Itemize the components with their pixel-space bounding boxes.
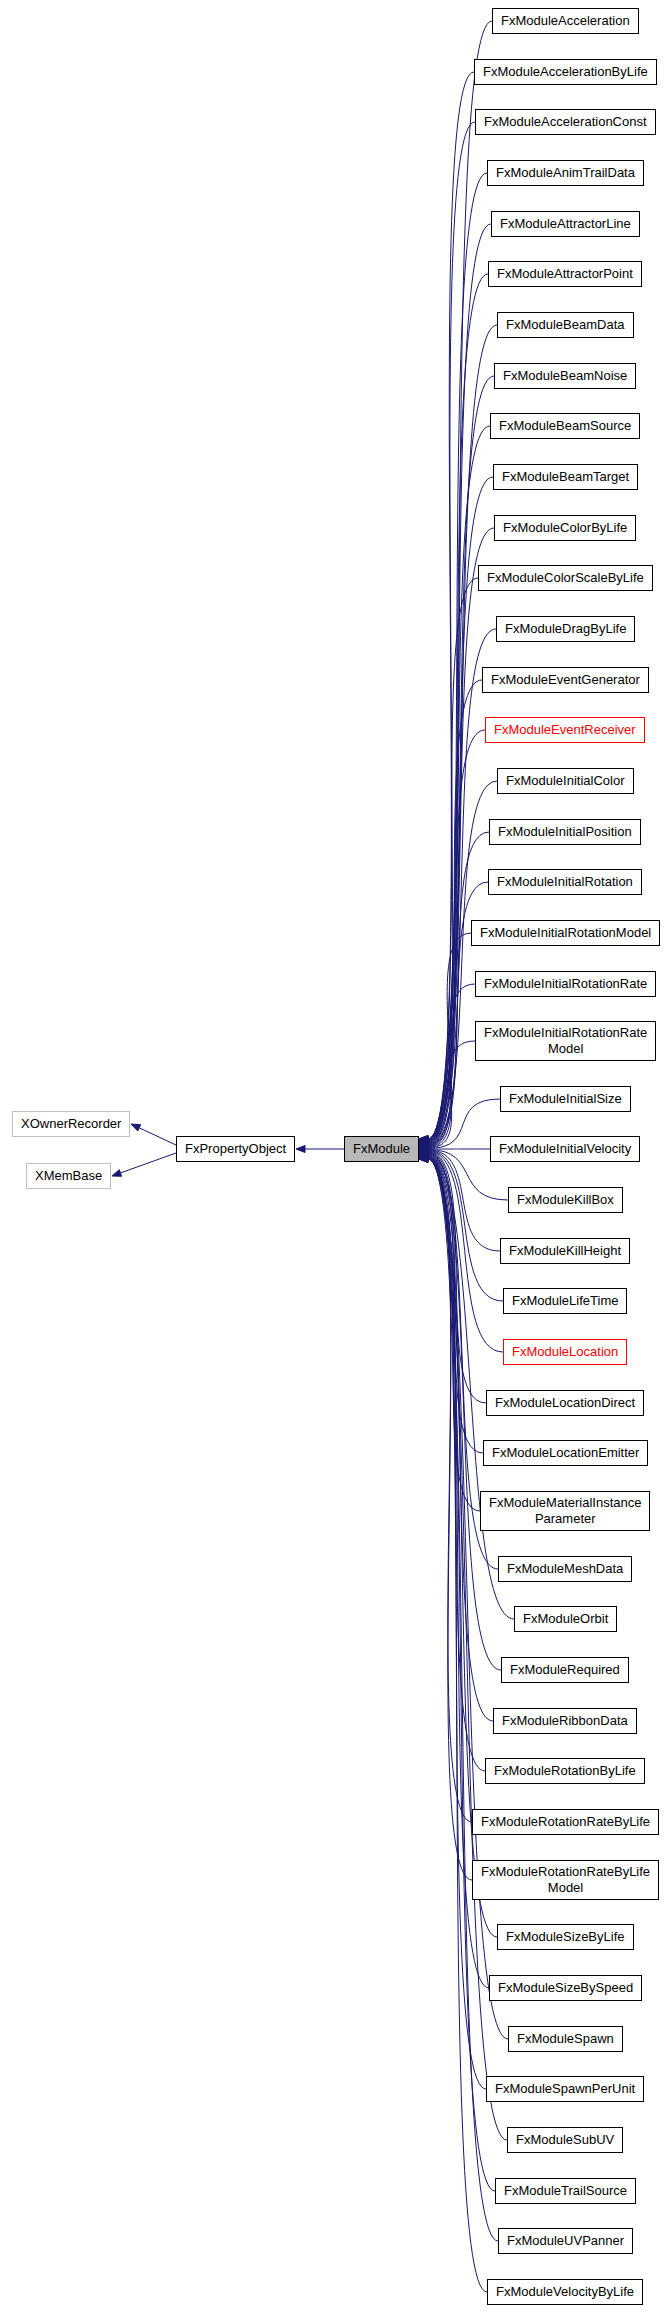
class-node-fxmoduleinitialcolor[interactable]: FxModuleInitialColor [497, 768, 634, 794]
class-node-fxmodulelocation[interactable]: FxModuleLocation [503, 1339, 627, 1365]
class-node-fxmodulespawn[interactable]: FxModuleSpawn [508, 2026, 623, 2052]
inheritance-edge [419, 1154, 508, 2039]
class-node-fxpropertyobject[interactable]: FxPropertyObject [176, 1136, 295, 1162]
class-node-fxmodulebeamsource[interactable]: FxModuleBeamSource [490, 413, 640, 439]
class-node-fxmoduleinitialposition[interactable]: FxModuleInitialPosition [489, 819, 641, 845]
class-node-fxmoduledragbylife[interactable]: FxModuleDragByLife [496, 616, 635, 642]
class-node-fxmoduleorbit[interactable]: FxModuleOrbit [514, 1606, 617, 1632]
class-node-fxmoduleattractorpoint[interactable]: FxModuleAttractorPoint [488, 261, 642, 287]
class-node-xownerrecorder: XOwnerRecorder [12, 1111, 130, 1137]
class-node-fxmoduleattractorline[interactable]: FxModuleAttractorLine [491, 211, 640, 237]
class-node-fxmodulebeamnoise[interactable]: FxModuleBeamNoise [494, 363, 636, 389]
class-node-fxmodulevelocitybylife[interactable]: FxModuleVelocityByLife [487, 2279, 643, 2305]
class-node-fxmodulerotationratebylife[interactable]: FxModuleRotationRateByLife [472, 1809, 659, 1835]
class-node-fxmodulekillbox[interactable]: FxModuleKillBox [508, 1187, 623, 1213]
class-node-fxmodulelocationemitter[interactable]: FxModuleLocationEmitter [483, 1440, 648, 1466]
class-node-fxmodulerotationbylife[interactable]: FxModuleRotationByLife [485, 1758, 645, 1784]
class-node-fxmodulesizebyspeed[interactable]: FxModuleSizeBySpeed [489, 1975, 642, 2001]
class-node-fxmoduleinitialrotationrate[interactable]: FxModuleInitialRotationRate [475, 971, 656, 997]
inheritance-edge [131, 1124, 176, 1145]
class-node-fxmoduleeventgenerator[interactable]: FxModuleEventGenerator [482, 667, 649, 693]
inheritance-edge [296, 1146, 344, 1153]
class-node-fxmodulelocationdirect[interactable]: FxModuleLocationDirect [486, 1390, 644, 1416]
class-node-fxmoduleinitialvelocity[interactable]: FxModuleInitialVelocity [490, 1136, 640, 1162]
inheritance-edge [419, 1149, 483, 1454]
class-node-fxmoduleinitialrotationratemodel[interactable]: FxModuleInitialRotationRate Model [475, 1021, 656, 1061]
class-node-fxmoduleribbondata[interactable]: FxModuleRibbonData [493, 1708, 637, 1734]
class-node-fxmodulebeamtarget[interactable]: FxModuleBeamTarget [493, 464, 638, 490]
inheritance-edge [419, 1152, 485, 1772]
inheritance-edge [419, 1153, 472, 1881]
class-node-fxmoduleinitialsize[interactable]: FxModuleInitialSize [500, 1086, 631, 1112]
class-node-fxmoduleacceleration[interactable]: FxModuleAcceleration [492, 8, 639, 34]
class-node-fxmodulebeamdata[interactable]: FxModuleBeamData [497, 312, 634, 338]
inheritance-edge [419, 1147, 503, 1301]
class-node-fxmodulemeshdata[interactable]: FxModuleMeshData [498, 1556, 632, 1582]
class-node-fxmoduleaccelerationconst[interactable]: FxModuleAccelerationConst [475, 109, 656, 135]
class-node-fxmodulecolorbylife[interactable]: FxModuleColorByLife [494, 515, 636, 541]
class-node-fxmoduletrailsource[interactable]: FxModuleTrailSource [495, 2178, 636, 2204]
class-node-fxmodulesubuv[interactable]: FxModuleSubUV [507, 2127, 623, 2153]
class-node-fxmodulelifetime[interactable]: FxModuleLifeTime [503, 1288, 627, 1314]
inheritance-edge [112, 1153, 176, 1176]
class-node-fxmoduleeventreceiver[interactable]: FxModuleEventReceiver [485, 717, 645, 743]
class-node-fxmoduleaccelerationbylife[interactable]: FxModuleAccelerationByLife [474, 59, 657, 85]
class-node-fxmodulekillheight[interactable]: FxModuleKillHeight [500, 1238, 630, 1264]
class-node-xmembase: XMemBase [26, 1163, 111, 1189]
class-node-fxmodulespawnperunit[interactable]: FxModuleSpawnPerUnit [486, 2076, 644, 2102]
class-node-fxmoduleinitialrotationmodel[interactable]: FxModuleInitialRotationModel [471, 920, 660, 946]
class-node-fxmoduleinitialrotation[interactable]: FxModuleInitialRotation [488, 869, 642, 895]
class-node-fxmoduleanimtraildata[interactable]: FxModuleAnimTrailData [487, 160, 644, 186]
class-node-fxmodulerequired[interactable]: FxModuleRequired [501, 1657, 629, 1683]
class-node-fxmodule: FxModule [344, 1136, 419, 1162]
class-node-fxmodulesizebylife[interactable]: FxModuleSizeByLife [497, 1924, 634, 1950]
class-node-fxmodulematerialinstanceparameter[interactable]: FxModuleMaterialInstance Parameter [480, 1491, 650, 1531]
class-node-fxmoduleuvpanner[interactable]: FxModuleUVPanner [498, 2228, 633, 2254]
class-node-fxmodulerotationratebylifemodel[interactable]: FxModuleRotationRateByLife Model [472, 1860, 659, 1900]
inheritance-edge [419, 173, 487, 1143]
class-node-fxmodulecolorscalebylife[interactable]: FxModuleColorScaleByLife [478, 565, 653, 591]
